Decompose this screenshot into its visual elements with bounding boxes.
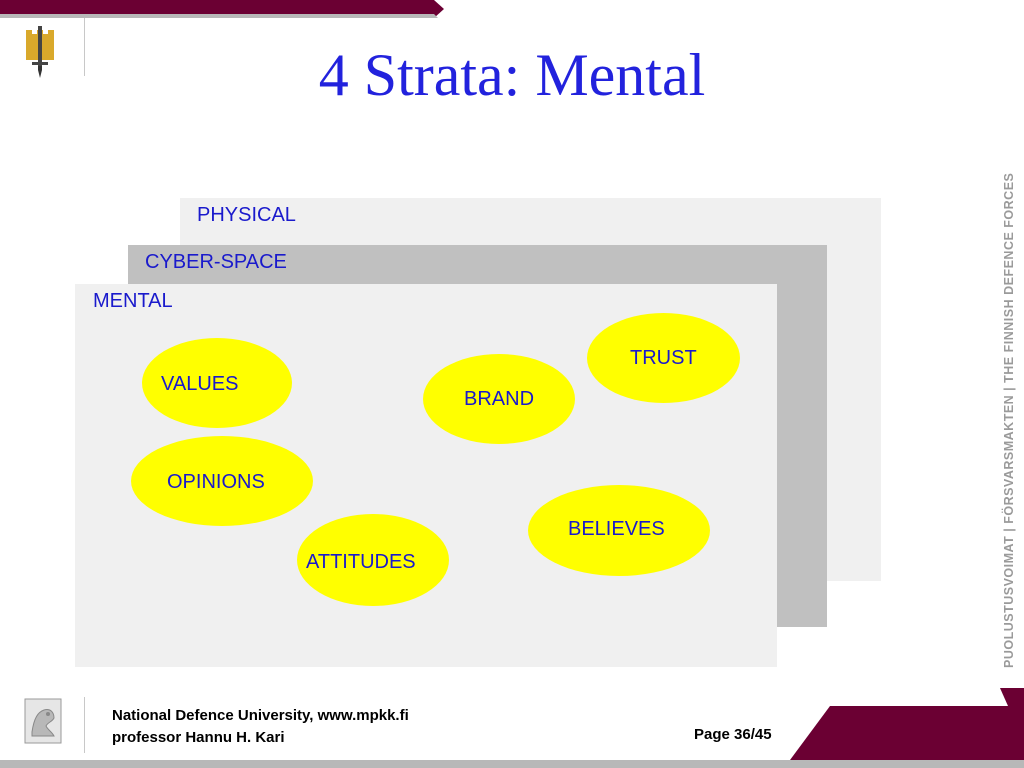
slide-title: 4 Strata: Mental [318, 42, 706, 108]
university-lion-emblem-icon [24, 698, 62, 744]
brand-bubble-label: BRAND [464, 388, 535, 410]
footer-author: professor Hannu H. Kari [112, 729, 285, 746]
finnish-defence-forces-side-text: PUOLUSTUSVOIMAT | FÖRSVARSMAKTEN | THE F… [1002, 172, 1016, 668]
bottom-accent-bar [0, 688, 1024, 768]
values-bubble-label: VALUES [161, 373, 239, 395]
mental-layer: MENTAL VALUES OPINIONS ATTITUDES BRAND T… [75, 284, 777, 667]
mental-layer-label: MENTAL [93, 290, 173, 312]
opinions-bubble-label: OPINIONS [167, 471, 265, 493]
top-accent-bar [0, 0, 444, 18]
physical-layer-label: PHYSICAL [197, 204, 296, 226]
trust-bubble-label: TRUST [630, 347, 697, 369]
footer-divider [84, 697, 85, 753]
header-divider [84, 18, 85, 76]
values-bubble [142, 338, 292, 428]
footer-institution: National Defence University, www.mpkk.fi [112, 707, 409, 724]
page-number: Page 36/45 [694, 726, 772, 743]
brand-bubble [423, 354, 575, 444]
believes-bubble-label: BELIEVES [568, 518, 665, 540]
attitudes-bubble [297, 514, 449, 606]
cyber-space-layer-label: CYBER-SPACE [145, 251, 287, 273]
believes-bubble [528, 485, 710, 576]
opinions-bubble [131, 436, 313, 526]
attitudes-bubble-label: ATTITUDES [306, 551, 416, 573]
trust-bubble [587, 313, 740, 403]
defence-forces-emblem-icon [26, 26, 54, 78]
